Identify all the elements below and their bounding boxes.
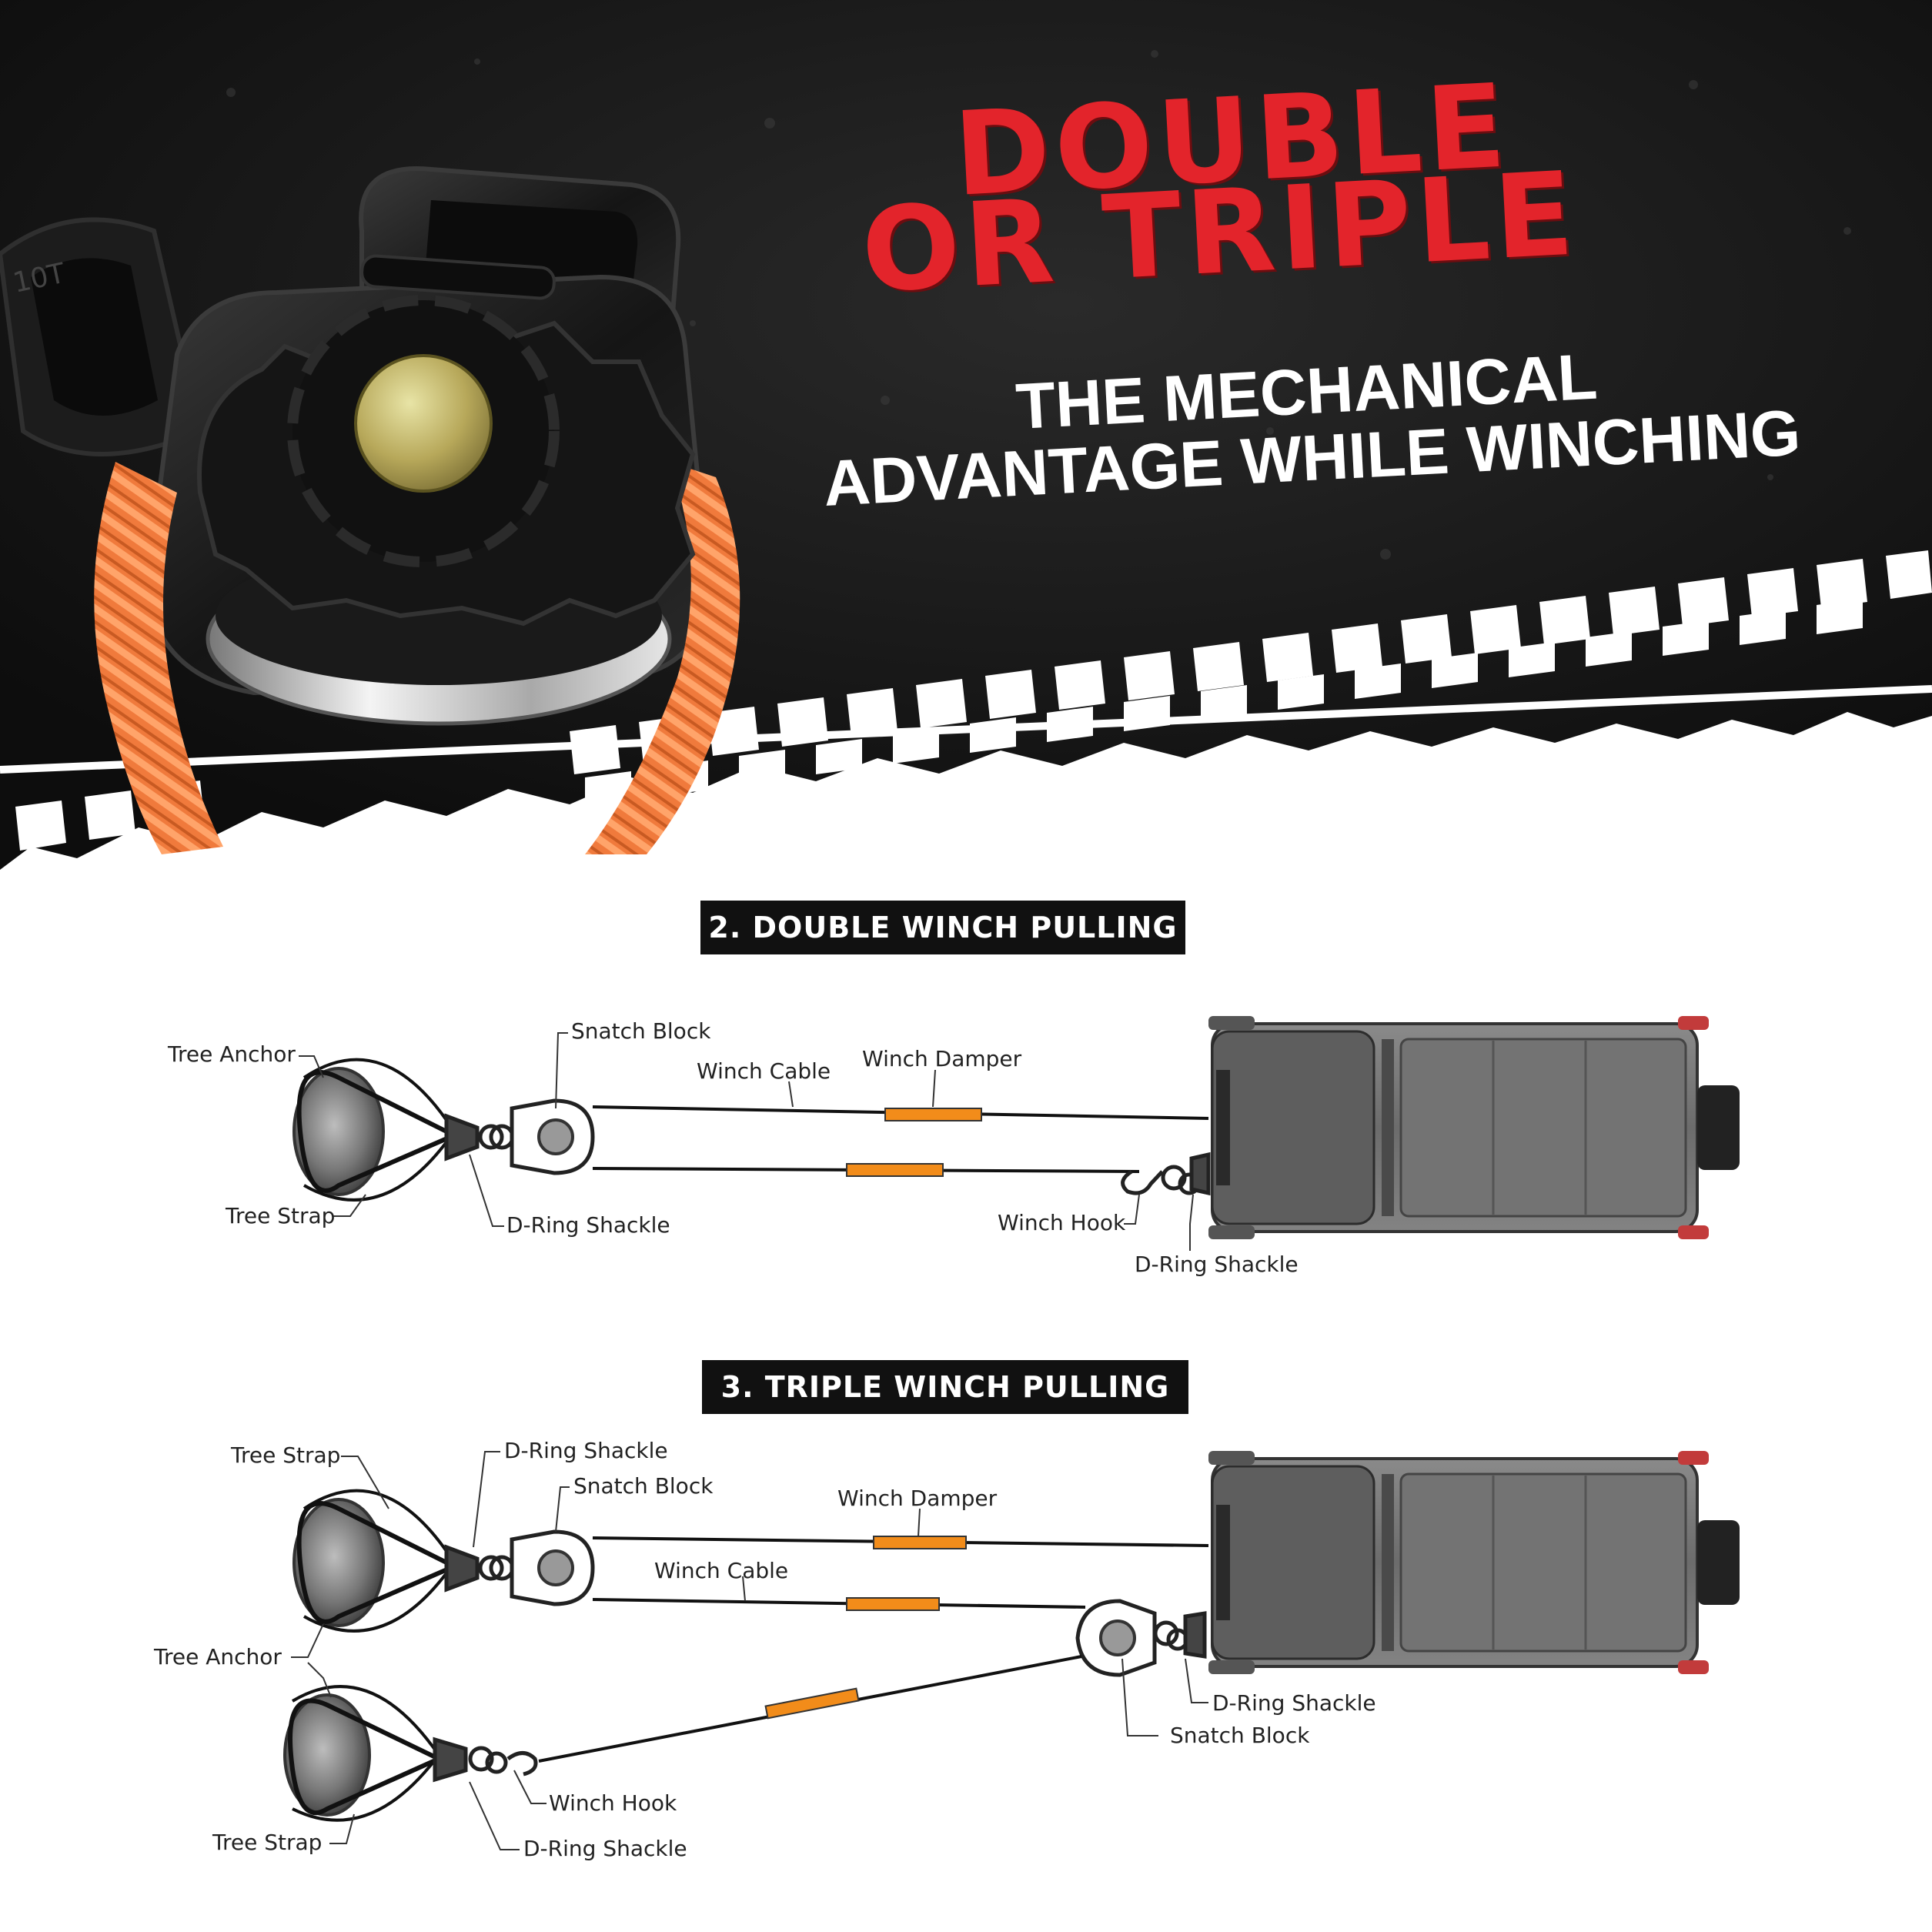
winch-hook-double xyxy=(1121,1165,1201,1195)
label-winch-damper: Winch Damper xyxy=(862,1046,1022,1071)
label-d-ring-shackle-vehicle: D-Ring Shackle xyxy=(1135,1252,1299,1277)
triple-damper-2 xyxy=(846,1597,940,1611)
label-winch-hook-bottom: Winch Hook xyxy=(549,1790,677,1816)
snatch-block-product-photo: 10T xyxy=(0,166,740,854)
double-rigging-diagram: Tree Anchor Tree Strap Snatch Block D-Ri… xyxy=(167,1016,1740,1277)
grunge-texture xyxy=(226,50,1851,643)
d-ring-shackle-vehicle-triple xyxy=(1153,1611,1207,1659)
label-winch-cable: Winch Cable xyxy=(697,1058,831,1084)
d-ring-shackle-vehicle-double xyxy=(1189,1152,1211,1196)
label-d-ring-shackle-vehicle-triple: D-Ring Shackle xyxy=(1212,1690,1376,1716)
triple-damper-3 xyxy=(764,1687,860,1720)
vehicle-top-view-triple xyxy=(1208,1451,1740,1674)
triple-damper-1 xyxy=(873,1536,967,1549)
snatch-block-double xyxy=(510,1098,595,1175)
triple-cable-2 xyxy=(592,1598,1086,1609)
label-tree-anchor-triple: Tree Anchor xyxy=(153,1644,282,1670)
snatch-block-top xyxy=(510,1529,595,1606)
tree-anchor-bottom xyxy=(283,1685,445,1822)
double-leader-lines xyxy=(299,1032,1194,1251)
triple-section-title: 3. TRIPLE WINCH PULLING POWER xyxy=(702,1360,1188,1458)
label-tree-strap-bottom: Tree Strap xyxy=(212,1830,322,1855)
tree-anchor-double xyxy=(292,1058,460,1202)
hero-banner: 10T DOU xyxy=(0,0,1932,885)
tread-blocks xyxy=(15,550,1932,851)
d-ring-shackle-top xyxy=(444,1544,515,1593)
double-section-title: 2. DOUBLE WINCH PULLING POWER xyxy=(700,901,1185,998)
snatch-block-vehicle xyxy=(1075,1599,1157,1677)
label-snatch-block-top: Snatch Block xyxy=(573,1473,714,1499)
triple-leader-lines xyxy=(291,1451,1208,1850)
label-d-ring-shackle-bottom: D-Ring Shackle xyxy=(523,1836,687,1861)
tire-tread-band xyxy=(0,550,1932,851)
d-ring-shackle-anchor xyxy=(444,1113,515,1162)
label-winch-hook: Winch Hook xyxy=(998,1210,1126,1235)
winch-damper-upper xyxy=(884,1108,982,1121)
d-ring-shackle-bottom xyxy=(433,1736,508,1783)
winch-hook-bottom xyxy=(506,1751,538,1777)
tree-anchor-top xyxy=(292,1489,460,1633)
winch-damper-lower xyxy=(846,1163,944,1177)
label-tree-strap: Tree Strap xyxy=(225,1203,335,1228)
label-tree-strap-top: Tree Strap xyxy=(230,1442,340,1468)
label-snatch-block-vehicle: Snatch Block xyxy=(1170,1723,1310,1748)
label-d-ring-shackle: D-Ring Shackle xyxy=(506,1212,670,1238)
hero-artwork: 10T xyxy=(0,0,1932,870)
label-snatch-block: Snatch Block xyxy=(571,1018,711,1044)
label-winch-damper-triple: Winch Damper xyxy=(837,1486,998,1511)
label-winch-cable-triple: Winch Cable xyxy=(654,1558,788,1583)
vehicle-top-view-double xyxy=(1208,1016,1740,1239)
triple-rigging-diagram: Tree Strap D-Ring Shackle Snatch Block W… xyxy=(153,1438,1740,1861)
label-tree-anchor: Tree Anchor xyxy=(167,1041,296,1067)
tread-blocks-lower xyxy=(585,599,1863,807)
label-d-ring-shackle-top: D-Ring Shackle xyxy=(504,1438,668,1463)
